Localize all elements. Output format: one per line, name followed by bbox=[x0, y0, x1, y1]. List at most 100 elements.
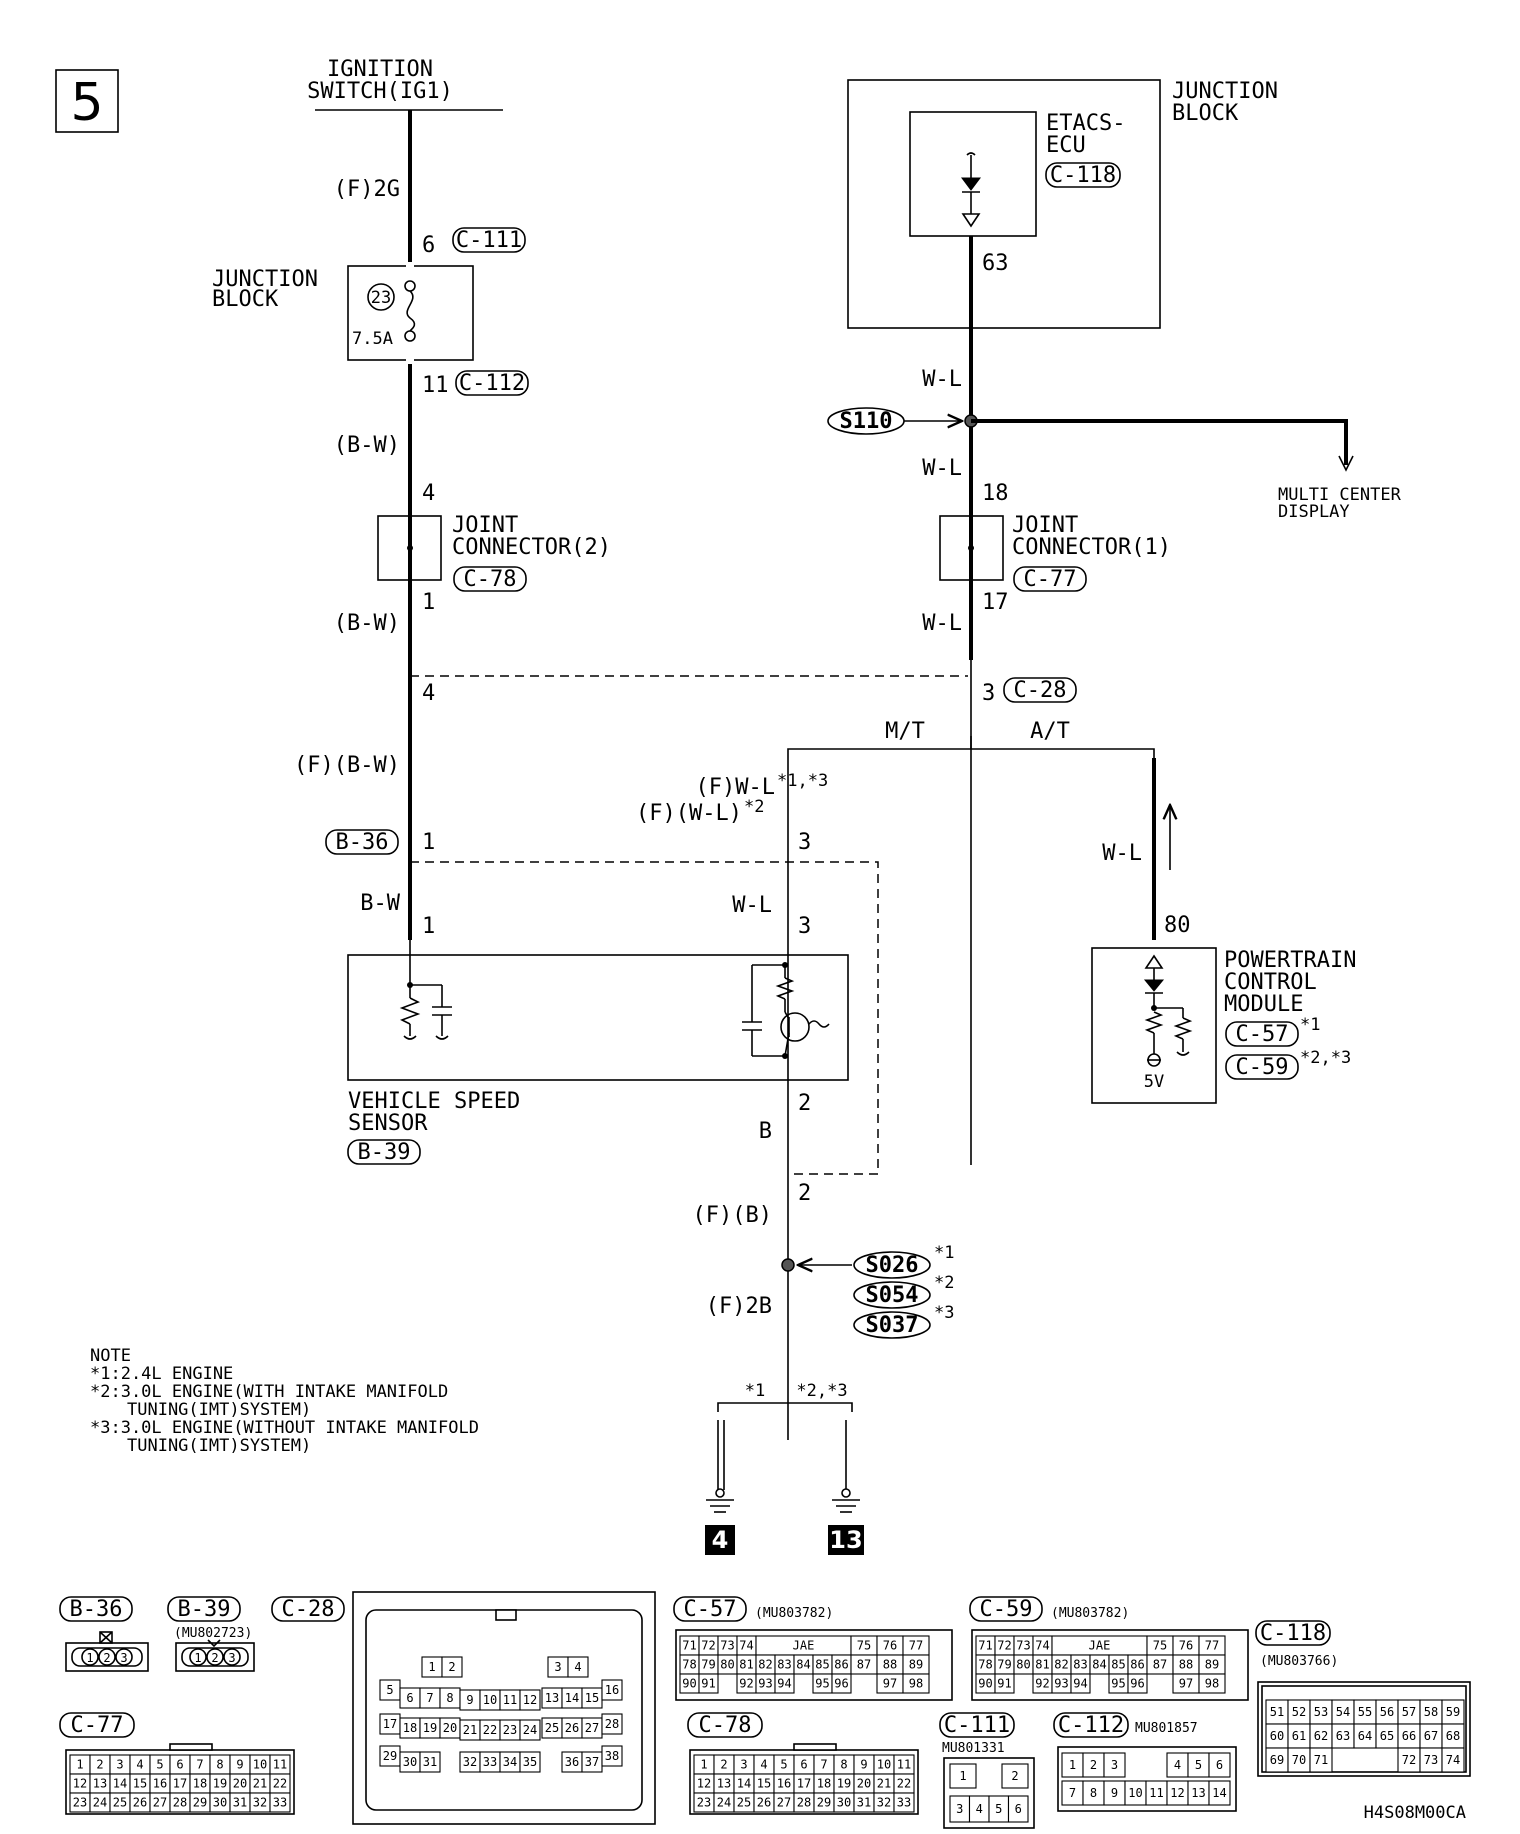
connector-c111-tag bbox=[452, 227, 526, 253]
legend-c57-pin-98-cell bbox=[902, 1673, 930, 1694]
legend-c78-pin-25-label: 25 bbox=[737, 1796, 751, 1810]
wire-fwl-2-note: *2 bbox=[744, 797, 764, 817]
wire-fwl-13-note: *1,*3 bbox=[777, 771, 828, 791]
legend-c118-pin-61-label: 61 bbox=[1292, 1729, 1306, 1743]
legend-c112-tag bbox=[1053, 1712, 1129, 1738]
legend-c57-pin-81-label: 81 bbox=[739, 1658, 753, 1672]
legend-c77-tag bbox=[59, 1712, 135, 1738]
connector-b36-tag bbox=[325, 829, 399, 855]
splice-s054-tag bbox=[853, 1281, 931, 1309]
legend-c112-pin-3-label: 3 bbox=[1111, 1758, 1118, 1772]
note-line-4: *3:3.0L ENGINE(WITHOUT INTAKE MANIFOLD bbox=[90, 1418, 479, 1438]
legend-c77-pin-28-label: 28 bbox=[173, 1796, 187, 1810]
legend-c28-pin-32-label: 32 bbox=[463, 1755, 477, 1769]
legend-c28-pin-38-label: 38 bbox=[605, 1749, 619, 1763]
legend-c112-pin-6-label: 6 bbox=[1216, 1758, 1223, 1772]
pcm-internal-icon bbox=[1143, 954, 1193, 1067]
wire-wl-4: W-L bbox=[732, 893, 772, 918]
connector-c112-tag bbox=[455, 370, 529, 396]
legend-c28-pin-36-label: 36 bbox=[565, 1755, 579, 1769]
legend-c118-tag bbox=[1255, 1620, 1331, 1646]
legend-c77-pin-2-label: 2 bbox=[96, 1758, 103, 1772]
connector-c78: C-78 bbox=[464, 567, 517, 592]
legend-c111-pin-6-label: 6 bbox=[1015, 1802, 1022, 1816]
legend-c77-pin-21-label: 21 bbox=[253, 1777, 267, 1791]
legend-c28-pin-7-label: 7 bbox=[426, 1691, 433, 1705]
legend-c28-pin-26-label: 26 bbox=[565, 1721, 579, 1735]
legend-c77-pin-23-label: 23 bbox=[73, 1796, 87, 1810]
legend-c28-pin-29-label: 29 bbox=[383, 1749, 397, 1763]
etacs-label-1: ETACS- bbox=[1046, 111, 1125, 136]
ignition-label-1: IGNITION bbox=[327, 57, 433, 82]
connector-c57: C-57 bbox=[1236, 1022, 1289, 1047]
legend-c28-pin-33-label: 33 bbox=[483, 1755, 497, 1769]
legend-c118-pin-71-label: 71 bbox=[1314, 1753, 1328, 1767]
legend-c59: C-59 bbox=[980, 1597, 1033, 1622]
wire-bw-3: B-W bbox=[360, 891, 400, 916]
legend-c111: C-111 bbox=[944, 1713, 1010, 1738]
legend-c59-pin-85-label: 85 bbox=[1111, 1658, 1125, 1672]
legend-c59-pin-82-label: 82 bbox=[1054, 1658, 1068, 1672]
legend-c118-pin-73-label: 73 bbox=[1424, 1753, 1438, 1767]
connector-c59-tag bbox=[1225, 1054, 1299, 1080]
legend-c118-pin-51-label: 51 bbox=[1270, 1705, 1284, 1719]
legend-c57-pin-88-label: 88 bbox=[883, 1658, 897, 1672]
legend-c118-pin-72-label: 72 bbox=[1402, 1753, 1416, 1767]
legend-c118-pin-64-label: 64 bbox=[1358, 1729, 1372, 1743]
legend-c59-pin-80-label: 80 bbox=[1016, 1658, 1030, 1672]
legend-c77: C-77 bbox=[71, 1713, 124, 1738]
splice-s037-note: *3 bbox=[934, 1303, 954, 1323]
legend-c28-tag bbox=[271, 1596, 345, 1622]
legend-c78-pin-9-label: 9 bbox=[860, 1758, 867, 1772]
wire-f2g: (F)2G bbox=[334, 177, 400, 202]
legend-c57-pin-92-label: 92 bbox=[739, 1677, 753, 1691]
legend-c112-part: MU801857 bbox=[1135, 1721, 1198, 1736]
legend-c59-pin-89-label: 89 bbox=[1205, 1658, 1219, 1672]
pcm-voltage: 5V bbox=[1144, 1072, 1164, 1092]
legend-c28-pin-1-label: 1 bbox=[428, 1660, 435, 1674]
legend-c77-pin-32-label: 32 bbox=[253, 1796, 267, 1810]
legend-c59-pin-87-label: 87 bbox=[1153, 1658, 1167, 1672]
legend-c78-pin-27-label: 27 bbox=[777, 1796, 791, 1810]
fuse-number: 23 bbox=[371, 288, 391, 308]
legend-c28-pin-12-label: 12 bbox=[523, 1693, 537, 1707]
pin-80: 80 bbox=[1164, 913, 1191, 938]
legend-c78: C-78 bbox=[699, 1713, 752, 1738]
legend-c28-pin-16-label: 16 bbox=[605, 1683, 619, 1697]
legend-c112: C-112 bbox=[1058, 1713, 1124, 1738]
legend-c118-pin-55-label: 55 bbox=[1358, 1705, 1372, 1719]
legend-c118-pin-66-label: 66 bbox=[1402, 1729, 1416, 1743]
legend-c28-pin-22-label: 22 bbox=[483, 1723, 497, 1737]
legend-c78-pin-20-label: 20 bbox=[857, 1777, 871, 1791]
legend-c57-tag bbox=[673, 1596, 747, 1622]
splice-s037-tag bbox=[853, 1311, 931, 1339]
legend-b39-pin-2: 2 bbox=[211, 1651, 218, 1665]
legend-c59-pin-73-label: 73 bbox=[1016, 1639, 1030, 1653]
legend-c57-pin-71-label: 71 bbox=[682, 1639, 696, 1653]
ground-symbol-icon bbox=[832, 1488, 860, 1513]
legend-c78-pin-10-label: 10 bbox=[877, 1758, 891, 1772]
pin-2-a: 2 bbox=[798, 1091, 811, 1116]
wire-fwl-13: (F)W-L bbox=[696, 775, 775, 800]
legend-c112-pin-8-label: 8 bbox=[1090, 1786, 1097, 1800]
legend-c28-pin-3-label: 3 bbox=[554, 1660, 561, 1674]
ground-13-badge bbox=[828, 1525, 864, 1555]
legend-c59-pin-92-label: 92 bbox=[1035, 1677, 1049, 1691]
legend-c59-pin-78-label: 78 bbox=[978, 1658, 992, 1672]
legend-c57: C-57 bbox=[684, 1597, 737, 1622]
legend-c28-pin-4-label: 4 bbox=[574, 1660, 581, 1674]
fuse-terminal-top bbox=[404, 280, 416, 292]
legend-c59-pin-95-label: 95 bbox=[1111, 1677, 1125, 1691]
legend-c77-pin-13-label: 13 bbox=[93, 1777, 107, 1791]
legend-c28-pin-5-label: 5 bbox=[386, 1683, 393, 1697]
legend-c28-pin-9-label: 9 bbox=[466, 1693, 473, 1707]
legend-c28-pin-35-label: 35 bbox=[523, 1755, 537, 1769]
legend-c112-pin-5-label: 5 bbox=[1195, 1758, 1202, 1772]
legend-c118-pin-74-label: 74 bbox=[1446, 1753, 1460, 1767]
legend-c111-part: MU801331 bbox=[942, 1741, 1005, 1756]
pin-4-b: 4 bbox=[422, 681, 435, 706]
pcm-note-23: *2,*3 bbox=[1300, 1048, 1351, 1068]
legend-c57-pin-78-label: 78 bbox=[682, 1658, 696, 1672]
pcm-note-1: *1 bbox=[1300, 1015, 1320, 1035]
legend-c77-pin-4-label: 4 bbox=[136, 1758, 143, 1772]
